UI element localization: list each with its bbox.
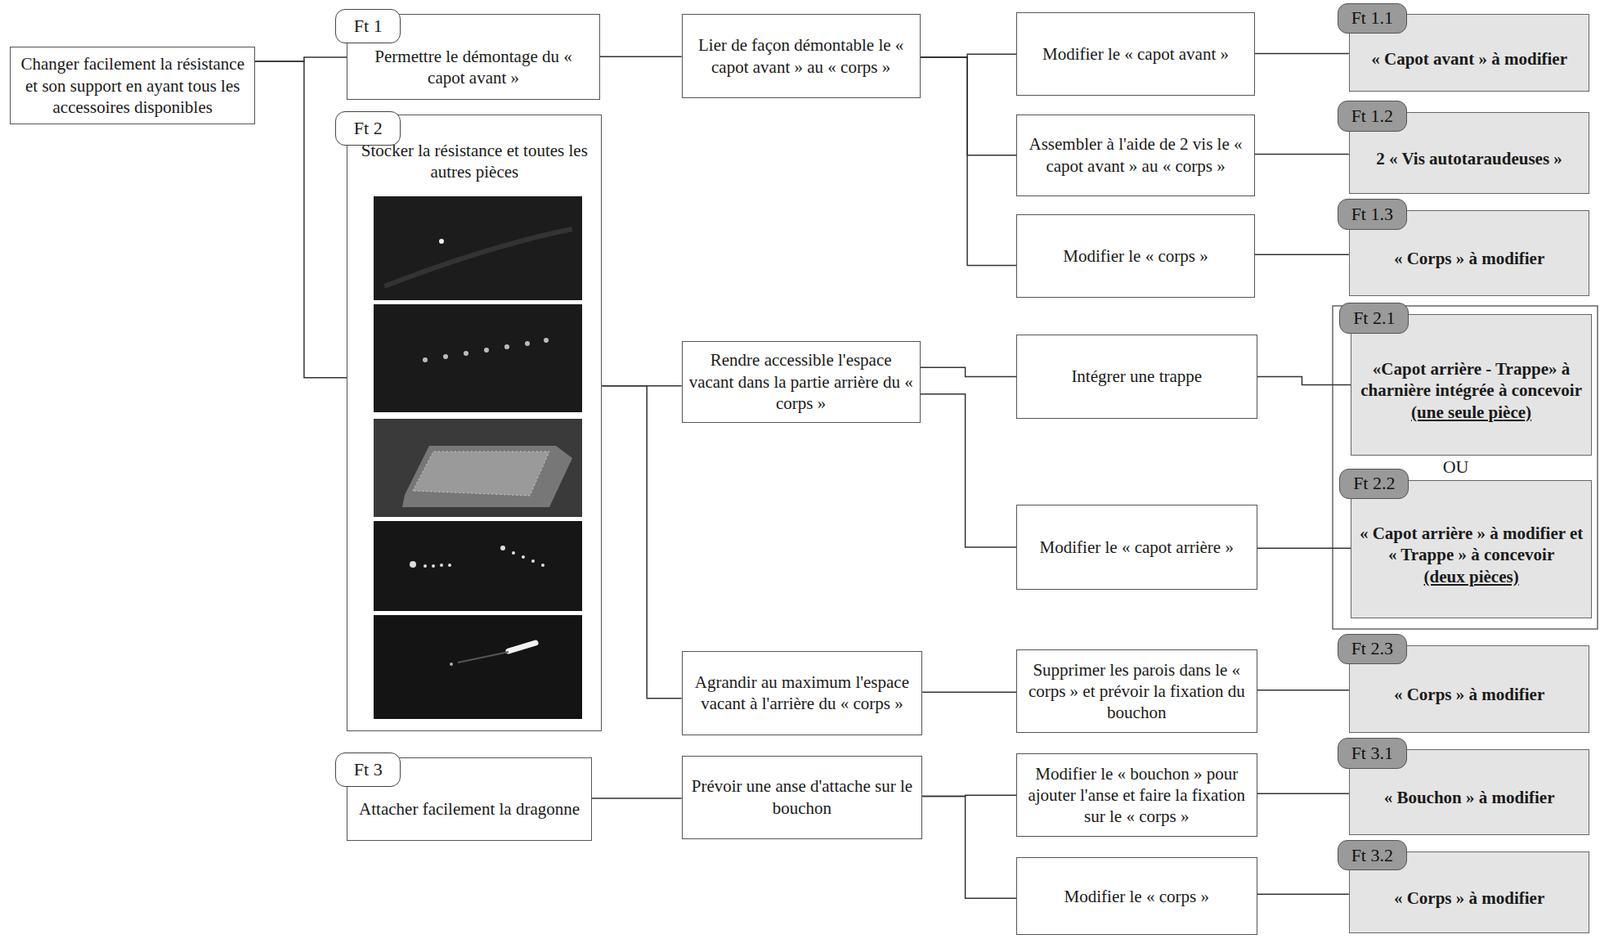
box-text: Attacher facilement la dragonne (358, 797, 580, 820)
function-box: Modifier le « corps » (1016, 856, 1258, 935)
connector (922, 690, 1017, 693)
function-box: Intégrer une trappe (1016, 334, 1258, 418)
function-box: Lier de façon démontable le « capot avan… (681, 13, 921, 98)
box-text: 2 « Vis autotaraudeuses » (1375, 147, 1563, 170)
box-text: Prévoir une anse d'attache sur le boucho… (689, 775, 916, 819)
function-box: Prévoir une anse d'attache sur le boucho… (681, 755, 924, 839)
function-number: Ft 1.1 (1337, 3, 1408, 34)
solution-box: Ft 2.1«Capot arrière - Trappe» à charniè… (1350, 313, 1592, 455)
function-box: Ft 3Attacher facilement la dragonne (346, 757, 592, 841)
connector (1254, 153, 1350, 156)
box-text: « Capot arrière » à modifier et « Trappe… (1357, 522, 1585, 566)
function-number: Ft 3 (335, 752, 401, 787)
box-text: « Bouchon » à modifier (1384, 786, 1556, 808)
solution-box: Ft 1.22 « Vis autotaraudeuses » (1349, 112, 1591, 194)
connector (1257, 376, 1352, 386)
solution-box: Ft 2.3« Corps » à modifier (1349, 645, 1591, 733)
box-text: (une seule pièce) (1411, 401, 1532, 423)
function-box: Assembler à l'aide de 2 vis le « capot a… (1016, 114, 1255, 197)
box-text: « Capot avant » à modifier (1371, 48, 1568, 70)
connector (920, 57, 1017, 156)
function-number: Ft 2.1 (1339, 302, 1409, 333)
function-number: Ft 1.2 (1337, 100, 1408, 131)
function-box: Supprimer les parois dans le « corps » e… (1016, 649, 1258, 733)
connector (1254, 254, 1350, 256)
solution-box: Ft 1.3« Corps » à modifier (1349, 210, 1591, 296)
box-text: Modifier le « bouchon » pour ajouter l'a… (1023, 762, 1251, 828)
box-text: « Corps » à modifier (1393, 683, 1545, 705)
box-text: «Capot arrière - Trappe» à charnière int… (1357, 358, 1585, 402)
solution-box: Ft 3.1« Bouchon » à modifier (1349, 748, 1591, 835)
box-text: Agrandir au maximum l'espace vacant à l'… (689, 671, 916, 715)
box-text: (deux pièces) (1424, 565, 1520, 588)
connector (600, 56, 682, 59)
connector (601, 385, 682, 699)
connector (920, 367, 1017, 377)
group-frame (1332, 305, 1598, 629)
main-function-box: Changer facilement la résistance et son … (9, 46, 256, 125)
function-number: Ft 2.2 (1339, 468, 1409, 499)
function-box: Rendre accessible l'espace vacant dans l… (681, 340, 921, 423)
function-box: Ft 2Stocker la résistance et toutes les … (346, 114, 602, 731)
function-number: Ft 3.2 (1337, 839, 1408, 870)
function-box: Ft 1Permettre le démontage du « capot av… (346, 13, 601, 100)
box-text: Rendre accessible l'espace vacant dans l… (689, 349, 914, 414)
connector (1257, 793, 1350, 795)
photos (373, 196, 583, 719)
solution-box: Ft 2.2« Capot arrière » à modifier et « … (1350, 479, 1592, 619)
box-text: Permettre le démontage du « capot avant … (354, 45, 593, 90)
connector (1257, 689, 1350, 691)
function-number: Ft 1.3 (1337, 198, 1408, 229)
box-text: « Corps » à modifier (1393, 247, 1545, 269)
connector (920, 57, 1017, 266)
connector (1254, 53, 1350, 55)
solution-box: Ft 3.2« Corps » à modifier (1349, 851, 1591, 933)
box-text: Modifier le « corps » (1064, 885, 1210, 907)
box-text: Modifier le « corps » (1062, 245, 1208, 267)
box-text: Intégrer une trappe (1071, 365, 1202, 387)
connector (1257, 546, 1352, 549)
box-text: Modifier le « capot avant » (1042, 43, 1229, 65)
box-text: Assembler à l'aide de 2 vis le « capot a… (1023, 133, 1248, 177)
box-text: Lier de façon démontable le « capot avan… (689, 34, 914, 78)
connector (591, 797, 682, 799)
connector (922, 795, 1017, 898)
connector (255, 61, 347, 378)
function-box: Agrandir au maximum l'espace vacant à l'… (681, 650, 924, 735)
function-number: Ft 3.1 (1337, 737, 1408, 768)
connector (920, 394, 1017, 547)
box-text: « Corps » à modifier (1393, 887, 1545, 909)
function-box: Modifier le « capot avant » (1016, 12, 1255, 96)
connector (1257, 892, 1350, 895)
function-box: Modifier le « bouchon » pour ajouter l'a… (1016, 752, 1258, 837)
box-text: Modifier le « capot arrière » (1039, 536, 1234, 558)
solution-box: Ft 1.1« Capot avant » à modifier (1349, 13, 1591, 92)
function-number: Ft 2 (335, 111, 401, 146)
function-box: Modifier le « capot arrière » (1016, 504, 1258, 591)
alternative-label: OU (1443, 457, 1470, 476)
function-number: Ft 1 (335, 8, 401, 44)
function-number: Ft 2.3 (1337, 633, 1408, 664)
box-text: Changer facilement la résistance et son … (17, 53, 248, 118)
function-box: Modifier le « corps » (1016, 214, 1255, 298)
box-text: Supprimer les parois dans le « corps » e… (1023, 658, 1251, 724)
